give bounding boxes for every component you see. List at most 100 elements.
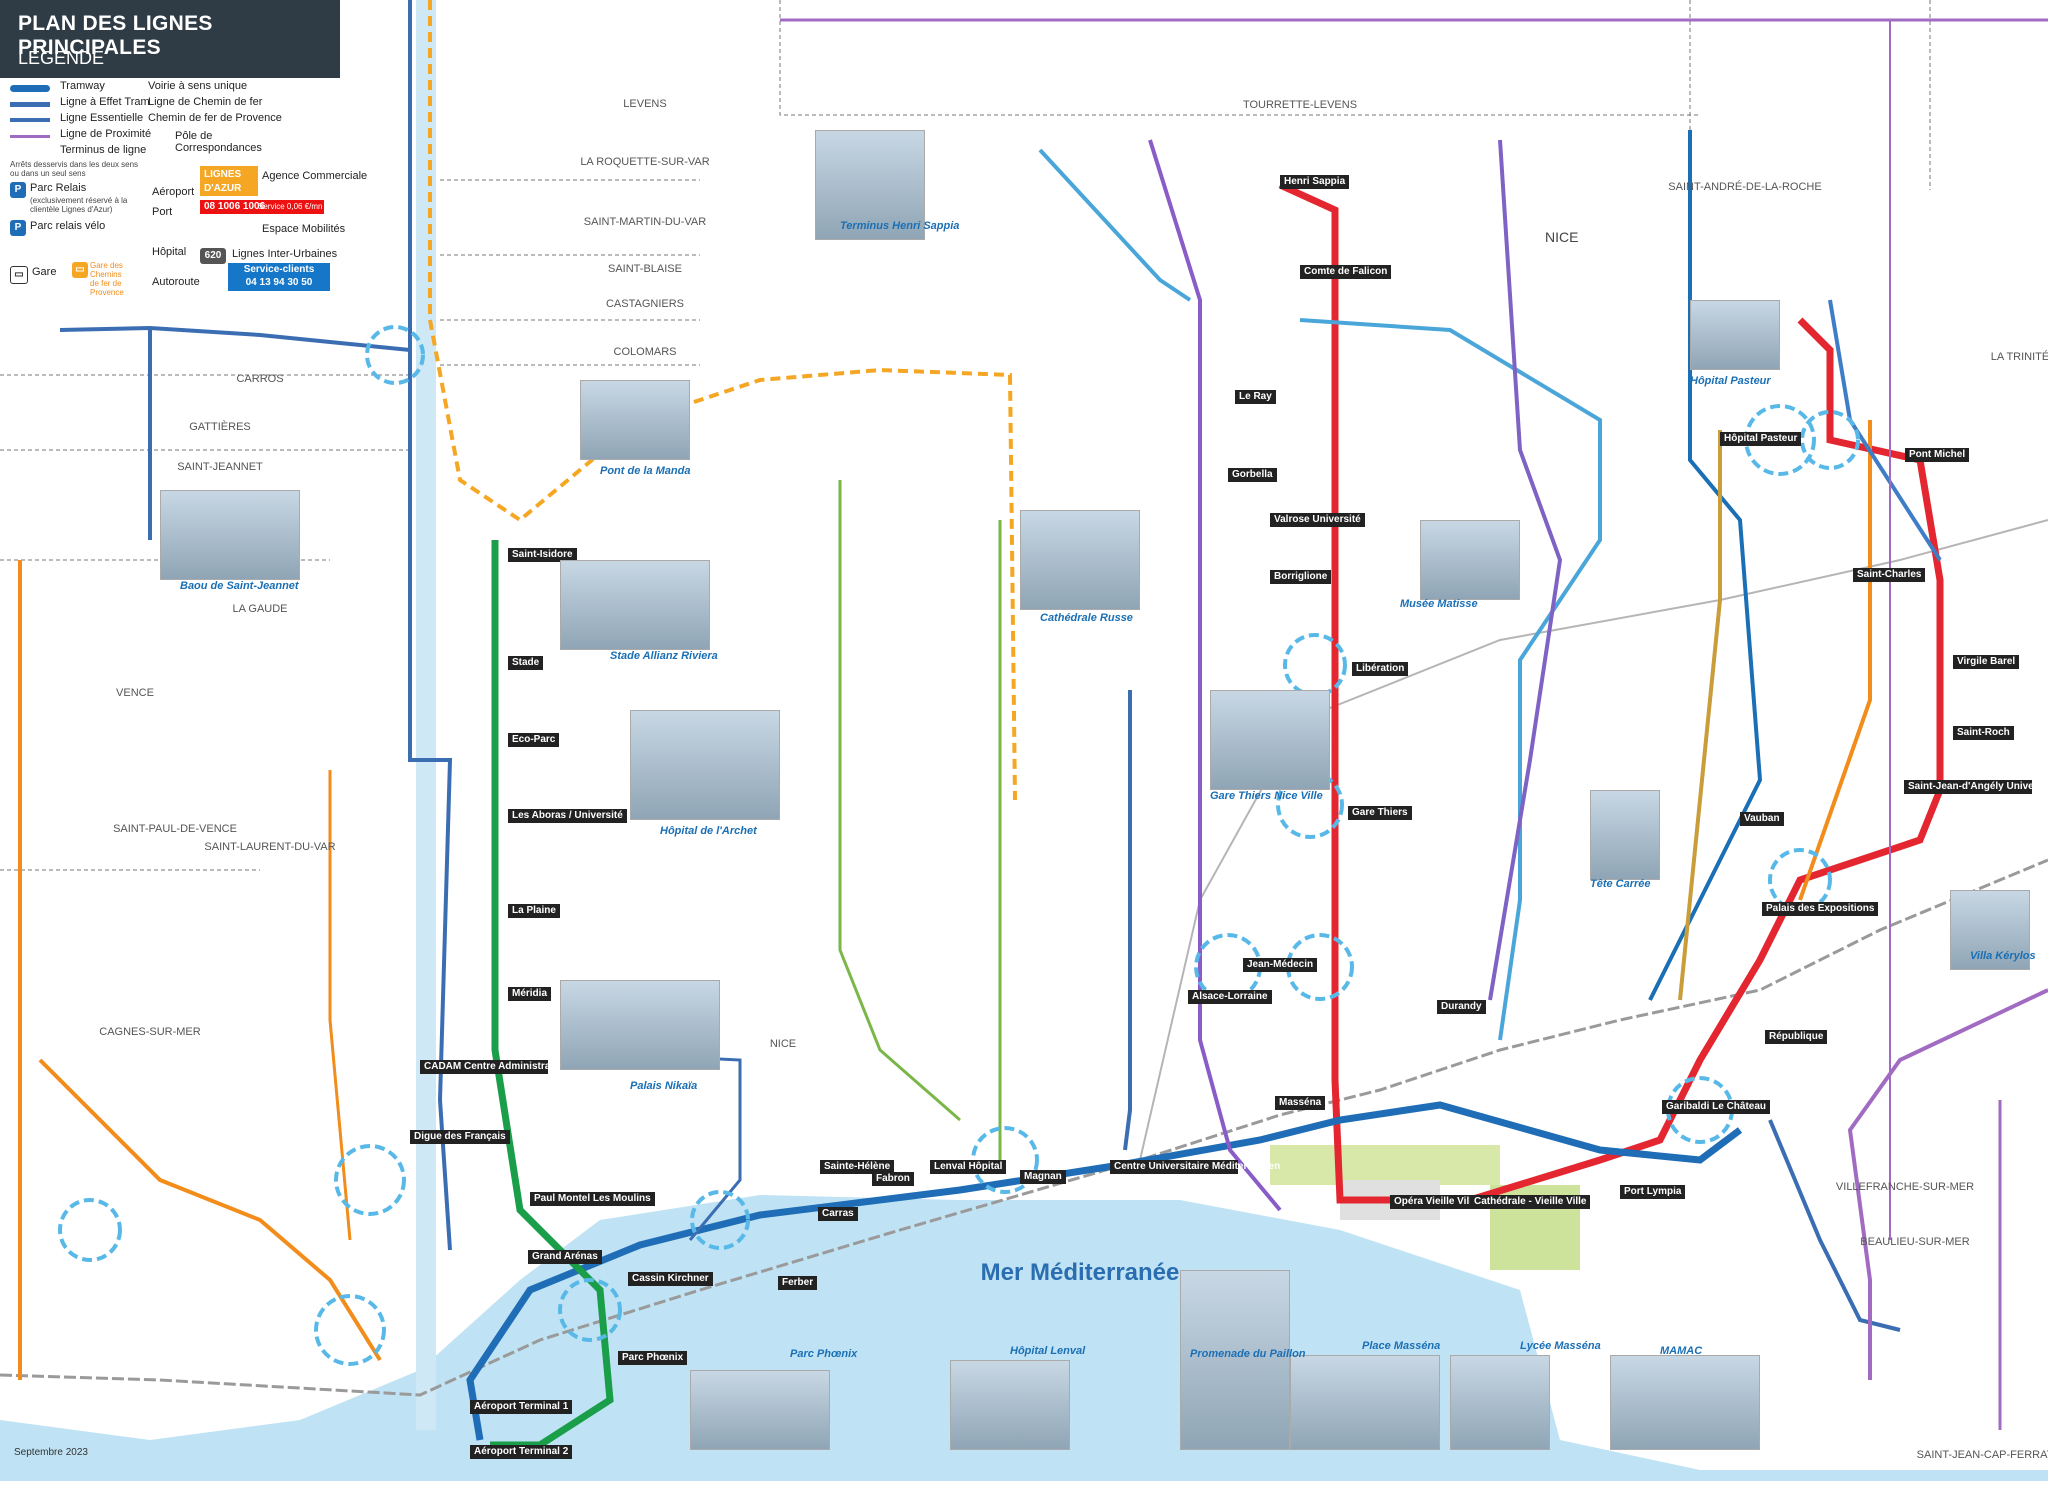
tram-station[interactable]: Gare Thiers bbox=[1348, 806, 1412, 820]
photo-caption: Cathédrale Russe bbox=[1040, 612, 1133, 624]
tram-station[interactable]: Durandy bbox=[1437, 1000, 1486, 1014]
legend-arrets-sens: ou dans un seul sens bbox=[10, 169, 86, 178]
region-saint-laurent: SAINT-LAURENT-DU-VAR bbox=[204, 841, 335, 853]
photo-caption: Hôpital Lenval bbox=[1010, 1345, 1086, 1357]
tram-line-1 bbox=[1278, 181, 1944, 1204]
tram-station[interactable]: Eco-Parc bbox=[508, 733, 560, 747]
tram-station[interactable]: Pont Michel bbox=[1905, 448, 1970, 462]
line-607 bbox=[1768, 1119, 1901, 1332]
parc-relais-icon: P bbox=[10, 182, 26, 198]
photo-caption: Villa Kérylos bbox=[1970, 950, 2036, 962]
service-clients-box[interactable]: Service-clients 04 13 94 30 50 bbox=[228, 263, 330, 291]
legend-parc-relais-velo: Parc relais vélo bbox=[30, 220, 106, 232]
landmark-photo bbox=[1020, 510, 1140, 610]
tram-station[interactable]: Valrose Université bbox=[1270, 513, 1365, 527]
landmark-photo bbox=[1610, 1355, 1760, 1450]
provence-railway bbox=[428, 0, 1017, 801]
tram-station[interactable]: Borriglione bbox=[1270, 570, 1332, 584]
tram-station[interactable]: République bbox=[1765, 1030, 1828, 1044]
photo-caption: Pont de la Manda bbox=[600, 465, 691, 477]
legend-arrets: Arrêts desservis dans les deux sens bbox=[10, 160, 139, 169]
tram-station[interactable]: Jean-Médecin bbox=[1243, 958, 1318, 972]
tram-station[interactable]: Libération bbox=[1352, 662, 1409, 676]
tram-station[interactable]: Gorbella bbox=[1228, 468, 1277, 482]
gare-provence-icon: ▭ bbox=[72, 262, 88, 278]
tram-station[interactable]: Grand Arénas bbox=[528, 1250, 602, 1264]
tram-station[interactable]: Saint-Isidore bbox=[508, 548, 577, 562]
agence-phone[interactable]: 08 1006 1006 bbox=[200, 200, 324, 214]
tram-station[interactable]: Lenval Hôpital bbox=[930, 1160, 1007, 1174]
landmark-photo bbox=[1450, 1355, 1550, 1450]
legend-espace-mobilites: Espace Mobilités bbox=[262, 223, 346, 235]
region-labels: CARROS GATTIÈRES SAINT-JEANNET LA GAUDE … bbox=[99, 98, 2048, 1461]
tram-station[interactable]: Saint-Charles bbox=[1853, 568, 1926, 582]
legend-effet-tram-swatch bbox=[10, 98, 50, 110]
legend-essentielle-swatch bbox=[10, 114, 50, 126]
tram-station[interactable]: Garibaldi Le Château bbox=[1662, 1100, 1771, 1114]
tram-station[interactable]: CADAM Centre Administratif bbox=[420, 1060, 560, 1074]
tram-station[interactable]: Cassin Kirchner bbox=[628, 1272, 713, 1286]
tram-station[interactable]: Opéra Vieille Ville bbox=[1390, 1195, 1482, 1209]
landmark-photo bbox=[1690, 300, 1780, 370]
region-castagniers: CASTAGNIERS bbox=[606, 298, 684, 310]
region-beaulieu: BEAULIEU-SUR-MER bbox=[1860, 1236, 1969, 1248]
tram-station[interactable]: Parc Phœnix bbox=[618, 1351, 688, 1365]
tram-station[interactable]: Fabron bbox=[872, 1172, 914, 1186]
region-saint-blaise: SAINT-BLAISE bbox=[608, 263, 682, 275]
region-nice-north: NICE bbox=[1545, 229, 1578, 245]
tram-station[interactable]: Digue des Français bbox=[410, 1130, 510, 1144]
tram-station[interactable]: Ferber bbox=[778, 1276, 818, 1290]
line-8-east bbox=[1678, 430, 1722, 1001]
tram-station[interactable]: Palais des Expositions bbox=[1762, 902, 1879, 916]
photo-caption: Lycée Masséna bbox=[1520, 1340, 1601, 1352]
line-5 bbox=[1648, 130, 1763, 1001]
tram-station[interactable]: Cathédrale - Vieille Ville bbox=[1470, 1195, 1591, 1209]
tram-station[interactable]: Masséna bbox=[1275, 1096, 1326, 1110]
tram-station[interactable]: Sainte-Hélène bbox=[820, 1160, 895, 1174]
tram-station[interactable]: Magnan bbox=[1020, 1170, 1066, 1184]
tram-station[interactable]: Comte de Falicon bbox=[1300, 265, 1392, 279]
region-roquette: LA ROQUETTE-SUR-VAR bbox=[580, 156, 709, 168]
landmark-photo bbox=[560, 980, 720, 1070]
landmark-photo bbox=[1590, 790, 1660, 880]
line-9 bbox=[38, 1058, 382, 1362]
tram-station[interactable]: Méridia bbox=[508, 987, 552, 1001]
tram-station[interactable]: Vauban bbox=[1740, 812, 1784, 826]
tram-station[interactable]: Les Aboras / Université bbox=[508, 809, 627, 823]
region-villefranche: VILLEFRANCHE-SUR-MER bbox=[1836, 1181, 1974, 1193]
tram-station[interactable]: Virgile Barel bbox=[1953, 655, 2020, 669]
tram-station[interactable]: Alsace-Lorraine bbox=[1188, 990, 1272, 1004]
tram-station[interactable]: Centre Universitaire Méditerranéen bbox=[1110, 1160, 1280, 1174]
photo-caption: Terminus Henri Sappia bbox=[840, 220, 960, 232]
tram-station[interactable]: Paul Montel Les Moulins bbox=[530, 1192, 655, 1206]
legend-subtitle: LÉGENDE bbox=[18, 48, 105, 68]
tram-station[interactable]: Port Lympia bbox=[1620, 1185, 1686, 1199]
photo-caption: Hôpital de l'Archet bbox=[660, 825, 757, 837]
tram-station[interactable]: Hôpital Pasteur bbox=[1720, 432, 1802, 446]
tram-station[interactable]: Henri Sappia bbox=[1280, 175, 1350, 189]
region-levens: LEVENS bbox=[623, 98, 666, 110]
tram-station[interactable]: Carras bbox=[818, 1207, 858, 1221]
region-saint-paul: SAINT-PAUL-DE-VENCE bbox=[113, 823, 237, 835]
landmark-photo bbox=[560, 560, 710, 650]
region-tourrette: TOURRETTE-LEVENS bbox=[1243, 99, 1357, 111]
photo-caption: Tête Carrée bbox=[1590, 878, 1651, 890]
tram-station[interactable]: Aéroport Terminal 1 bbox=[470, 1400, 573, 1414]
tram-station[interactable]: Aéroport Terminal 2 bbox=[470, 1445, 573, 1459]
footer-date: Septembre 2023 bbox=[14, 1447, 88, 1458]
photo-caption: Palais Nikaïa bbox=[630, 1080, 698, 1092]
photo-caption: MAMAC bbox=[1660, 1345, 1703, 1357]
tram-station[interactable]: Stade bbox=[508, 656, 544, 670]
region-saint-jeannet: SAINT-JEANNET bbox=[177, 461, 263, 473]
line-11 bbox=[1123, 690, 1132, 1151]
legend-agence: Agence Commerciale bbox=[262, 170, 368, 182]
tram-station[interactable]: Saint-Jean-d'Angély Université bbox=[1904, 780, 2048, 794]
legend-gare-provence: Gare des Chemins de fer de Provence bbox=[90, 261, 124, 297]
tram-station[interactable]: Le Ray bbox=[1235, 390, 1276, 404]
legend-terminus: Terminus de ligne bbox=[60, 144, 147, 156]
map-title: PLAN DES LIGNES PRINCIPALES bbox=[18, 12, 213, 59]
tram-station[interactable]: La Plaine bbox=[508, 904, 560, 918]
tram-station[interactable]: Saint-Roch bbox=[1953, 726, 2014, 740]
line-6 bbox=[838, 480, 961, 1122]
